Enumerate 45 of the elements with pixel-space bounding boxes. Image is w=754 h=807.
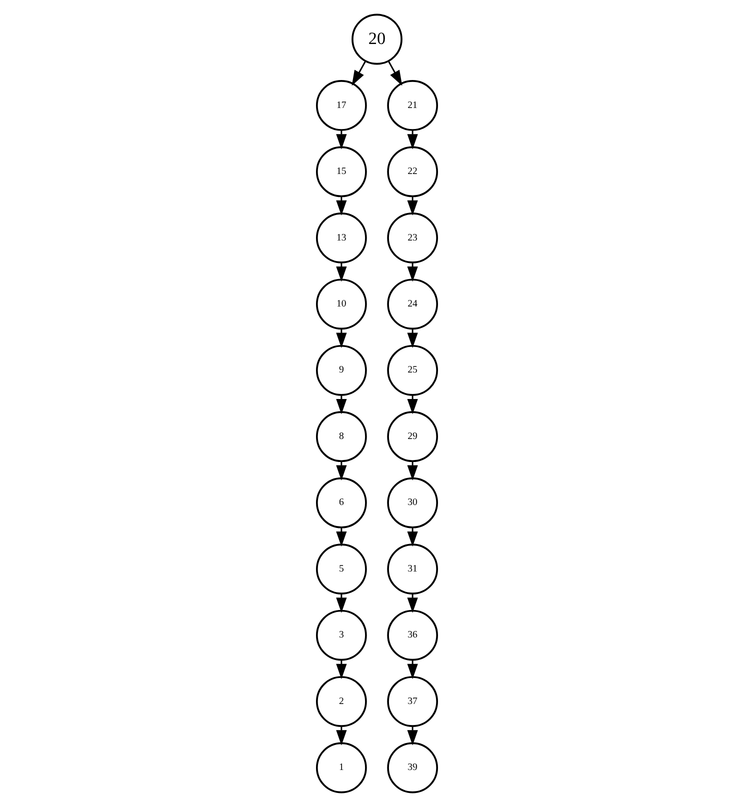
node-circle: 29 bbox=[387, 411, 438, 462]
node-circle: 31 bbox=[387, 544, 438, 595]
arrow bbox=[407, 527, 418, 547]
node-circle: 39 bbox=[387, 742, 438, 794]
node-circle: 13 bbox=[316, 212, 367, 264]
node-circle: 24 bbox=[387, 278, 438, 330]
node-circle: 5 bbox=[316, 544, 367, 595]
node-circle: 15 bbox=[316, 146, 367, 198]
arrow bbox=[407, 395, 418, 414]
arrow bbox=[336, 395, 347, 414]
arrow bbox=[336, 527, 347, 547]
arrow bbox=[336, 660, 347, 680]
arrow bbox=[407, 196, 418, 216]
node-circle: 37 bbox=[387, 676, 438, 727]
node-circle: 25 bbox=[387, 344, 438, 396]
arrow bbox=[407, 660, 418, 680]
arrow bbox=[352, 60, 366, 86]
arrow bbox=[336, 594, 347, 613]
node-circle: 20 bbox=[352, 14, 402, 65]
arrow bbox=[407, 594, 418, 613]
arrow bbox=[336, 196, 347, 216]
node-circle: 17 bbox=[316, 80, 367, 131]
node-circle: 23 bbox=[387, 212, 438, 264]
arrow bbox=[407, 726, 418, 746]
arrow bbox=[407, 130, 418, 150]
node-circle: 6 bbox=[316, 477, 367, 528]
node-circle: 36 bbox=[387, 610, 438, 661]
node-circle: 22 bbox=[387, 146, 438, 198]
arrow bbox=[336, 130, 347, 150]
arrow bbox=[407, 328, 418, 348]
arrow bbox=[336, 726, 347, 746]
node-circle: 1 bbox=[316, 742, 367, 794]
arrow bbox=[407, 461, 418, 480]
arrow bbox=[388, 60, 402, 86]
node-circle: 30 bbox=[387, 477, 438, 528]
arrow bbox=[407, 262, 418, 282]
node-circle: 2 bbox=[316, 676, 367, 727]
node-circle: 8 bbox=[316, 411, 367, 462]
node-circle: 9 bbox=[316, 344, 367, 396]
node-circle: 21 bbox=[387, 80, 438, 131]
node-circle: 3 bbox=[316, 610, 367, 661]
arrow bbox=[336, 328, 347, 348]
node-circle: 10 bbox=[316, 278, 367, 330]
arrow bbox=[336, 262, 347, 282]
arrow bbox=[336, 461, 347, 480]
